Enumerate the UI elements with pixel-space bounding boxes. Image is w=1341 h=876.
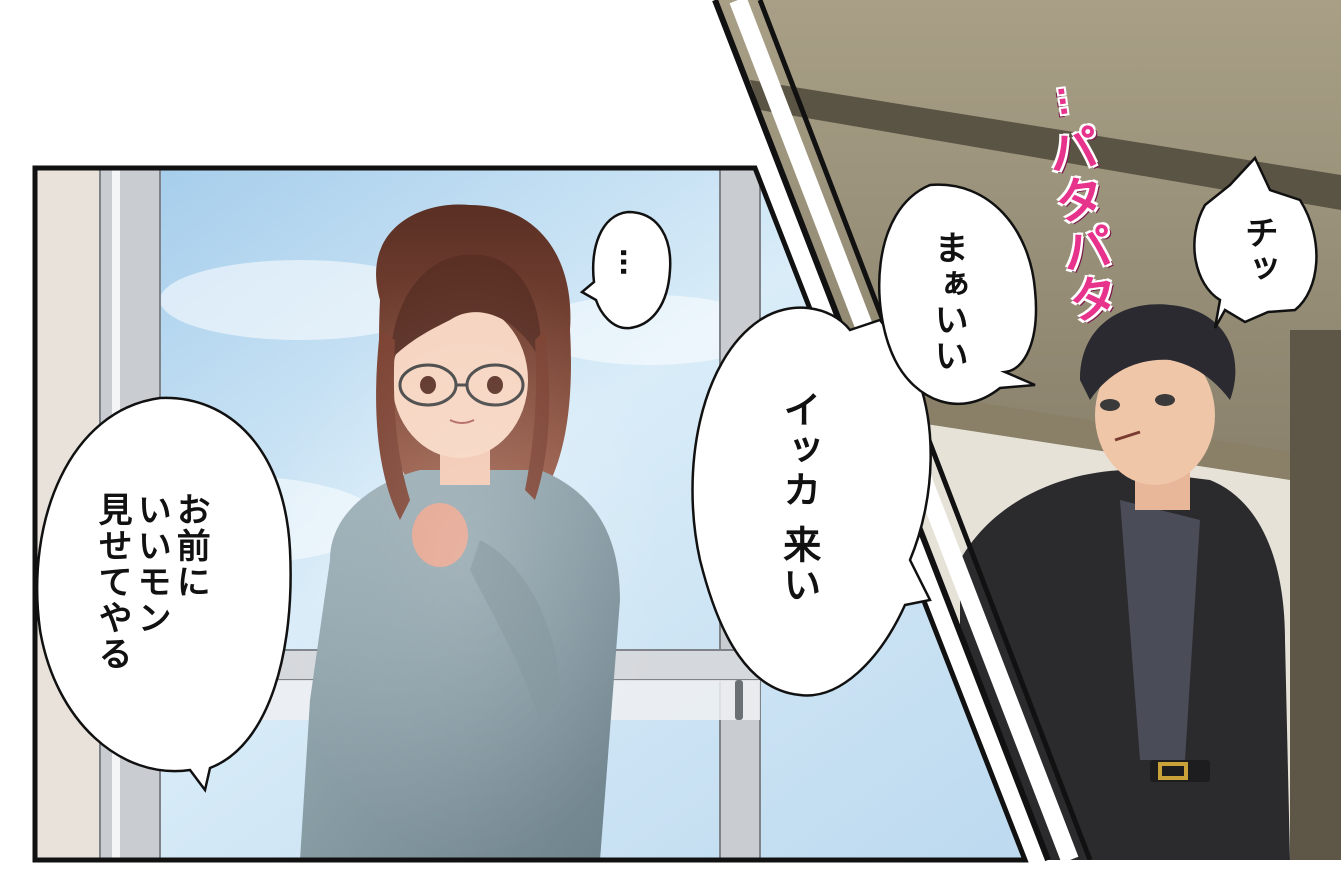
man-figure (960, 304, 1290, 860)
maa-bubble-text: まぁいい (928, 230, 969, 374)
chi-bubble (1193, 155, 1318, 329)
speech-bubbles (35, 155, 1318, 793)
sfx-dots: … (1050, 83, 1089, 118)
ikka-bubble-text: イッカ 来い (776, 390, 821, 606)
dots-bubble-text: … (614, 248, 648, 278)
omae-bubble-text: お前に いいモン 見せてやる (92, 492, 211, 672)
maa-bubble (877, 183, 1038, 405)
chi-bubble-text: チッ (1238, 215, 1279, 287)
ikka-bubble (691, 306, 932, 697)
girl-figure (270, 204, 670, 860)
dots-bubble (579, 210, 672, 330)
omae-bubble (35, 396, 292, 793)
